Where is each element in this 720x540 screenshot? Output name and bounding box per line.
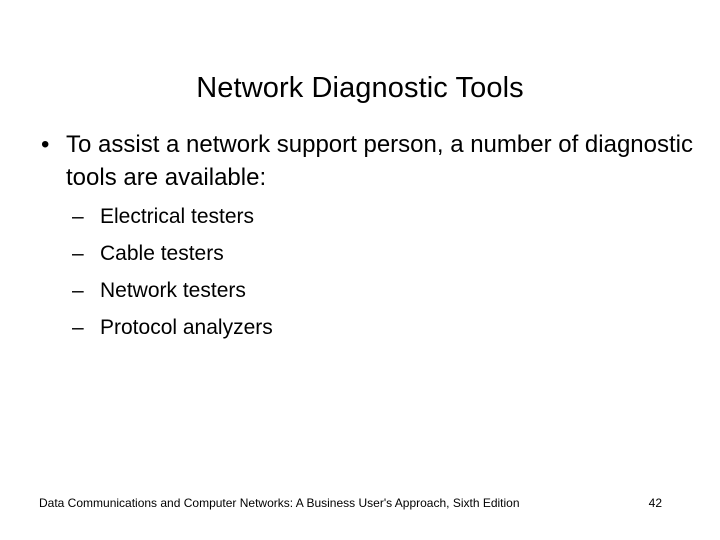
list-item: – Network testers xyxy=(36,272,696,309)
dash-marker-icon: – xyxy=(72,242,84,265)
page-number: 42 xyxy=(648,496,662,510)
slide-footer: Data Communications and Computer Network… xyxy=(39,495,684,513)
bullet-text: To assist a network support person, a nu… xyxy=(66,131,693,191)
dash-marker-icon: – xyxy=(72,205,84,228)
sub-bullet-text: Protocol analyzers xyxy=(100,316,273,339)
sub-bullet-text: Cable testers xyxy=(100,242,224,265)
list-item: – Cable testers xyxy=(36,235,696,272)
dash-marker-icon: – xyxy=(72,279,84,302)
sub-bullet-text: Electrical testers xyxy=(100,205,255,228)
bullet-dot-icon: • xyxy=(41,131,50,158)
sub-bullet-list: – Electrical testers – Cable testers – N… xyxy=(36,198,696,346)
list-item: – Protocol analyzers xyxy=(36,309,696,346)
dash-marker-icon: – xyxy=(72,316,84,339)
list-item: – Electrical testers xyxy=(36,198,696,235)
footer-citation: Data Communications and Computer Network… xyxy=(39,496,520,510)
slide-body: • To assist a network support person, a … xyxy=(36,128,696,346)
page-title: Network Diagnostic Tools xyxy=(196,72,524,105)
sub-bullet-text: Network testers xyxy=(100,279,246,302)
bullet-item: • To assist a network support person, a … xyxy=(36,128,696,194)
